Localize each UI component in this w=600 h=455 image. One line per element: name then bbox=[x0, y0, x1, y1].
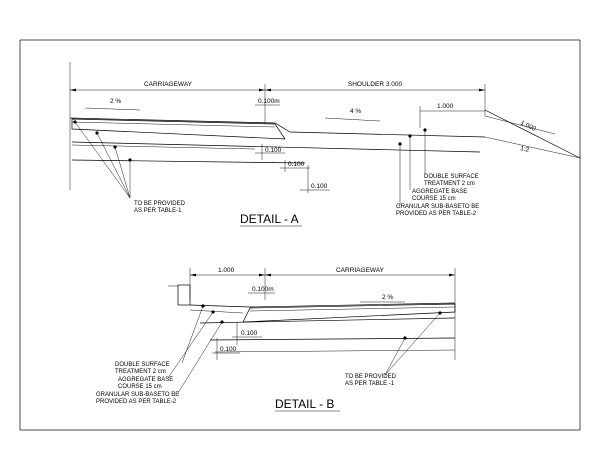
detail-a-sub-base-top bbox=[71, 141, 481, 153]
detail-a-layer-top-dim: 0.100m bbox=[258, 98, 280, 105]
detail-b-note-left-1: DOUBLE SURFACE bbox=[115, 362, 170, 368]
detail-a-note-right-2: TREATMENT 2 cm bbox=[424, 181, 475, 187]
detail-b-note-left-2: TREATMENT 2 cm bbox=[115, 369, 166, 375]
detail-b-title: DETAIL - B bbox=[275, 397, 334, 411]
detail-b-note-right-1: TO BE PROVIDED bbox=[345, 374, 397, 380]
detail-b-slope: 2 % bbox=[382, 294, 393, 301]
detail-a-note-left-2: AS PER TABLE-1 bbox=[134, 208, 182, 214]
detail-a-note-right-1: DOUBLE SURFACE bbox=[424, 174, 479, 180]
detail-a-sub-base-bottom bbox=[71, 159, 306, 164]
detail-b-layer-top-dim: 0.100m bbox=[252, 286, 274, 293]
detail-b-layer-1-dim: 0.100 bbox=[241, 330, 258, 337]
detail-a-shoulder-label: SHOULDER 3.000 bbox=[348, 81, 403, 88]
detail-a-side-slope bbox=[484, 109, 581, 159]
detail-a-title: DETAIL - A bbox=[240, 212, 299, 226]
detail-a-road-surface bbox=[69, 117, 276, 124]
sheet-border bbox=[19, 39, 581, 431]
detail-a-shoulder-part-dim: 1.000 bbox=[437, 103, 454, 110]
detail-b-note-left-4: COURSE 15 cm bbox=[118, 384, 162, 390]
detail-a-note-right-4: COURSE 15 cm bbox=[412, 196, 456, 202]
detail-b: 1.000 CARRIAGEWAY 0.100m 2 % 0.100 0.100 bbox=[96, 267, 456, 412]
detail-a-note-left-1: TO BE PROVIDED bbox=[134, 201, 186, 207]
detail-b-note-left-6: PROVIDED AS PER TABLE-2 bbox=[96, 399, 177, 405]
detail-b-shoulder-part-dim: 1.000 bbox=[218, 267, 235, 274]
detail-b-carriageway-label: CARRIAGEWAY bbox=[336, 267, 385, 274]
detail-a-note-right-5: GRANULAR SUB-BASETO BE bbox=[396, 204, 479, 210]
detail-b-sub-base-bottom bbox=[209, 337, 456, 341]
detail-a-note-right-6: PROVIDED AS PER TABLE-2 bbox=[396, 211, 477, 217]
detail-a-side-slope-dim-2: 1:2 bbox=[520, 145, 531, 154]
detail-b-layer-2-dim: 0.100 bbox=[220, 346, 237, 353]
detail-b-road-surface bbox=[249, 302, 456, 308]
detail-a-carriageway-label: CARRIAGEWAY bbox=[144, 81, 193, 88]
detail-a-side-slope-dim-1: 1.000 bbox=[519, 120, 537, 134]
detail-a-slope-shoulder: 4 % bbox=[350, 108, 361, 115]
detail-a: CARRIAGEWAY SHOULDER 3.000 2 % 4 % 0.100… bbox=[69, 62, 581, 227]
detail-b-base-course bbox=[242, 303, 456, 323]
detail-b-note-right-2: AS PER TABLE -1 bbox=[345, 381, 395, 387]
detail-a-layer-3-dim: 0.100 bbox=[311, 183, 328, 190]
detail-b-note-left-5: GRANULAR SUB-BASETO BE bbox=[96, 392, 179, 398]
detail-a-note-right-3: AGGREGATE BASE bbox=[412, 189, 467, 195]
detail-b-sub-base-top bbox=[199, 317, 456, 324]
detail-a-slope-carriageway: 2 % bbox=[110, 98, 121, 105]
detail-a-layer-1-dim: 0.100 bbox=[265, 147, 282, 154]
detail-a-layer-2-dim: 0.100 bbox=[288, 161, 305, 168]
detail-a-base-course bbox=[71, 118, 286, 140]
detail-b-note-left-3: AGGREGATE BASE bbox=[118, 377, 173, 383]
detail-b-kerb bbox=[177, 284, 191, 306]
